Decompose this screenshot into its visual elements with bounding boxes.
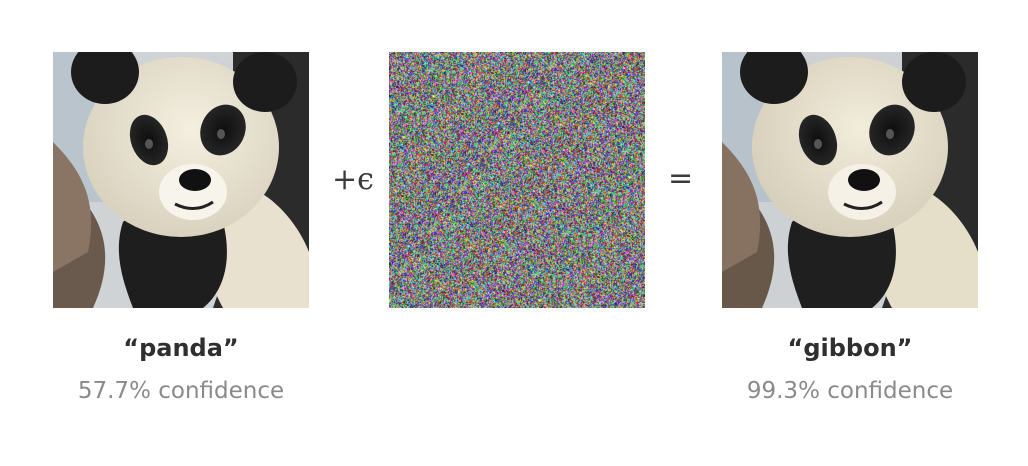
panda-photo-perturbed xyxy=(722,52,978,308)
gibbon-image xyxy=(722,52,978,308)
panda-confidence: 57.7% confidence xyxy=(77,378,285,404)
equals-operator: = xyxy=(668,161,694,196)
noise-image xyxy=(389,52,645,308)
gibbon-confidence: 99.3% confidence xyxy=(746,378,954,404)
panda-label: “panda” xyxy=(123,334,239,362)
gibbon-label: “gibbon” xyxy=(787,334,913,362)
panda-image xyxy=(53,52,309,308)
adversarial-noise xyxy=(389,52,645,308)
plus-epsilon-operator: +ϵ xyxy=(332,162,374,197)
panda-photo xyxy=(53,52,309,308)
